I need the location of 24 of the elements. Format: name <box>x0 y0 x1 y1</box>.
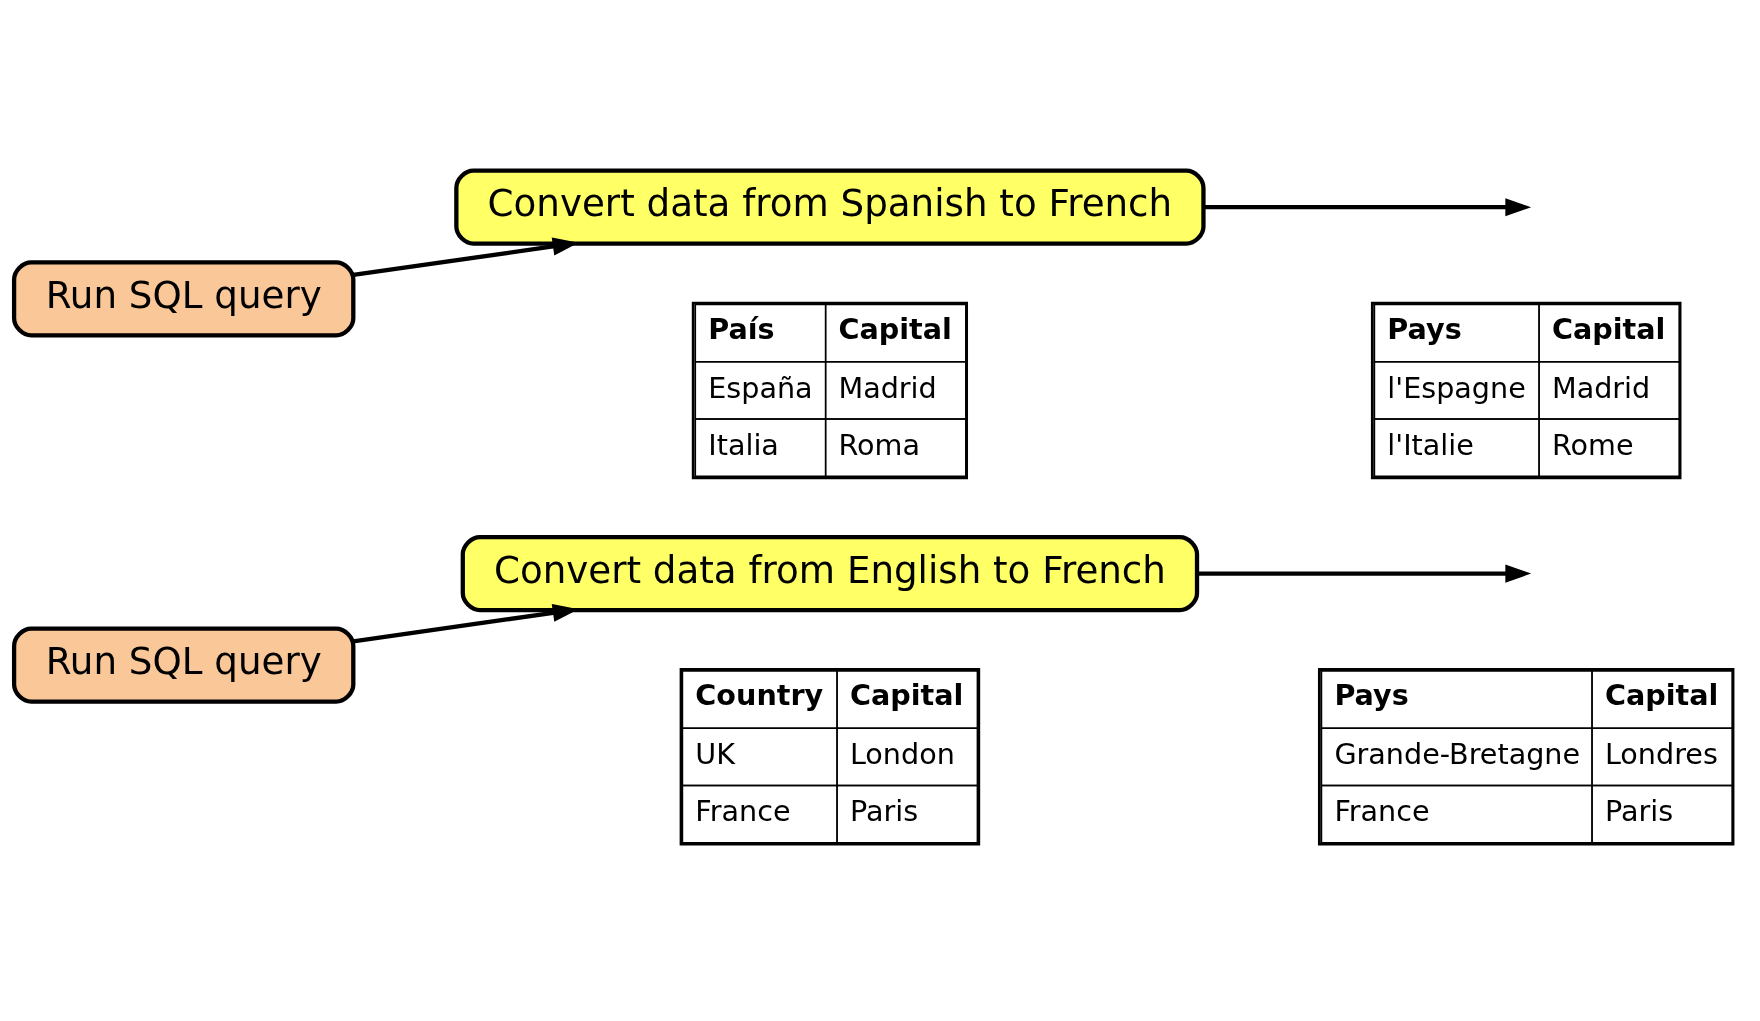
label: l'Italie <box>1387 427 1474 462</box>
label: Pays <box>1334 677 1409 712</box>
label: Italia <box>708 427 779 462</box>
label: Capital <box>1604 677 1719 712</box>
label: Capital <box>849 677 964 712</box>
label: Londres <box>1604 736 1718 771</box>
label: Country <box>695 677 824 712</box>
label: France <box>1334 793 1430 828</box>
label: Capital <box>838 311 952 346</box>
label: Paris <box>849 793 919 828</box>
label: London <box>849 736 955 771</box>
label: Grande-Bretagne <box>1334 736 1581 771</box>
label: France <box>695 793 791 828</box>
label: País <box>708 311 775 346</box>
label: Pays <box>1387 311 1462 346</box>
label: Rome <box>1551 427 1634 462</box>
label: l'Espagne <box>1387 370 1526 405</box>
label: Madrid <box>838 370 937 405</box>
label: Madrid <box>1551 370 1651 405</box>
label: España <box>708 370 813 405</box>
label: UK <box>695 736 736 771</box>
label: Paris <box>1604 793 1674 828</box>
label: Roma <box>838 427 920 462</box>
label: Capital <box>1551 311 1666 346</box>
